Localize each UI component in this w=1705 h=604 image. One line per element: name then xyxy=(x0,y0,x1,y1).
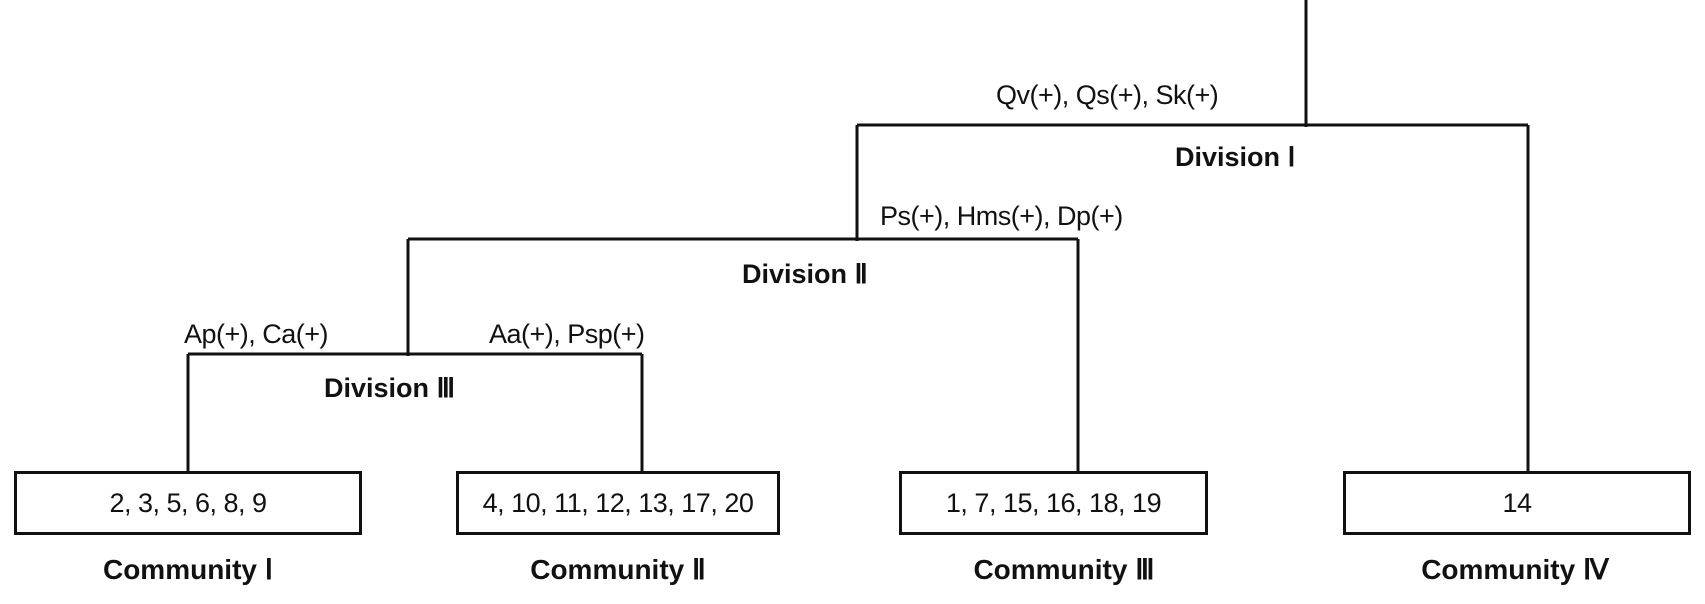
community-3-box: 1, 7, 15, 16, 18, 19 xyxy=(899,471,1208,535)
community-3-members: 1, 7, 15, 16, 18, 19 xyxy=(945,487,1162,518)
division-2-indicators: Ps(+), Hms(+), Dp(+) xyxy=(880,201,1123,231)
division-3-title: Division Ⅲ xyxy=(324,373,456,403)
division-3-indicators-right: Aa(+), Psp(+) xyxy=(489,319,645,349)
community-2-members: 4, 10, 11, 12, 13, 17, 20 xyxy=(482,487,754,518)
division-2-title: Division Ⅱ xyxy=(742,259,868,289)
community-4-members: 14 xyxy=(1502,487,1532,518)
community-1-box: 2, 3, 5, 6, 8, 9 xyxy=(14,471,362,535)
community-2-title: Community Ⅱ xyxy=(530,554,706,585)
community-1-title: Community Ⅰ xyxy=(102,554,274,585)
community-3-title: Community Ⅲ xyxy=(973,554,1155,585)
division-3-indicators-left: Ap(+), Ca(+) xyxy=(184,319,329,349)
community-1-members: 2, 3, 5, 6, 8, 9 xyxy=(109,487,267,518)
community-4-box: 14 xyxy=(1343,471,1691,535)
division-1-title: Division Ⅰ xyxy=(1175,142,1296,172)
community-4-title: Community Ⅳ xyxy=(1421,554,1609,585)
community-2-box: 4, 10, 11, 12, 13, 17, 20 xyxy=(456,471,780,535)
division-1-indicators: Qv(+), Qs(+), Sk(+) xyxy=(996,80,1219,110)
